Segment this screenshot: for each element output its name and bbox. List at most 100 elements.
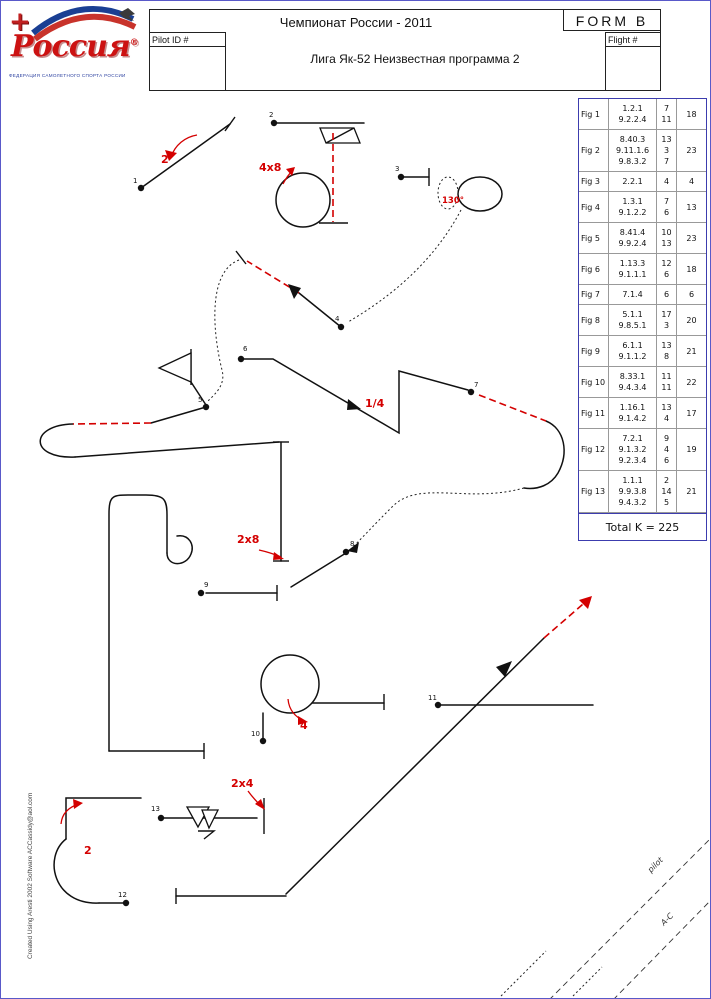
k-cell: 13 4 <box>657 398 677 428</box>
figure-11-number: 11 <box>428 694 437 702</box>
figure-2-dot <box>270 119 278 127</box>
figure-4-lines <box>235 250 342 328</box>
figure-10-dot <box>259 737 267 745</box>
figure-12-lines <box>53 797 142 904</box>
figure-6-lines <box>240 358 469 435</box>
fig12-roll-label: 2 <box>84 844 92 857</box>
pilot-id-label: Pilot ID # <box>150 33 225 47</box>
fig-cell: Fig 9 <box>579 336 609 366</box>
k-cell: 7 6 <box>657 192 677 222</box>
figure-10-number: 10 <box>251 730 260 738</box>
catalog-cell: 1.3.1 9.1.2.2 <box>609 192 657 222</box>
catalog-cell: 8.40.3 9.11.1.6 9.8.3.2 <box>609 130 657 171</box>
figure-2-number: 2 <box>269 111 273 119</box>
roll-count-labels: 2 4x8 130° 1/4 2x8 4 2x4 2 <box>84 153 464 857</box>
k-cell: 6 <box>657 285 677 304</box>
total-cell: 6 <box>688 290 695 299</box>
k-cell: 4 <box>657 172 677 191</box>
logo: + Россия® ФЕДЕРАЦИЯ САМОЛЕТНОГО СПОРТА Р… <box>7 5 149 89</box>
figure-6-dot <box>237 355 245 363</box>
catalog-cell: 1.16.1 9.1.4.2 <box>609 398 657 428</box>
total-cell: 19 <box>686 445 697 454</box>
direction-arrows <box>288 284 512 677</box>
flag-swoosh <box>31 6 137 42</box>
pilot-axis-lines <box>550 838 710 998</box>
total-cell: 18 <box>686 264 697 274</box>
figure-6-number: 6 <box>243 345 248 353</box>
figure-3-dot <box>397 173 405 181</box>
fig8-roll-label: 2x8 <box>237 533 259 546</box>
figure-5-dot <box>202 403 210 411</box>
total-cell: 21 <box>686 487 697 496</box>
catalog-cell: 8.33.1 9.4.3.4 <box>609 367 657 397</box>
fig3-angle-label: 130° <box>442 196 464 206</box>
total-cell: 18 <box>686 109 697 119</box>
pilot-axis-label: pilot <box>645 855 665 875</box>
figure-4-number: 4 <box>335 315 340 323</box>
total-cell: 21 <box>686 346 697 356</box>
total-cell: 23 <box>686 233 697 243</box>
registered-mark: ® <box>129 38 139 48</box>
program-subtitle: Лига Як-52 Неизвестная программа 2 <box>310 52 520 66</box>
k-cell: 13 3 7 <box>657 130 677 171</box>
total-cell: 23 <box>686 146 697 155</box>
k-cell: 10 13 <box>657 223 677 253</box>
total-cell: 22 <box>686 377 697 387</box>
flight-number-label: Flight # <box>606 33 660 47</box>
form-b-label: FORM B <box>563 10 660 31</box>
figure-5-lines <box>39 349 289 562</box>
figure-8-lines <box>290 552 347 588</box>
ac-axis-label: A-C <box>658 911 675 928</box>
figure-11-lines <box>285 637 594 895</box>
k-cell: 11 11 <box>657 367 677 397</box>
software-credit: Created Using Aresti 2002 Software ACCas… <box>27 792 34 959</box>
figure-3-number: 3 <box>395 165 399 173</box>
eagle-icon <box>119 8 135 21</box>
fig-cell: Fig 4 <box>579 192 609 222</box>
flight-number-box: Flight # <box>605 32 660 90</box>
figure-13-lines <box>160 798 287 904</box>
figure-8-dot <box>342 548 350 556</box>
total-cell: 4 <box>688 177 695 186</box>
figure-4-dot <box>337 323 345 331</box>
total-cell: 17 <box>686 408 697 418</box>
roll-arrows <box>60 134 592 825</box>
fig2-roll-label: 4x8 <box>259 161 281 174</box>
cross-icon: + <box>9 7 31 37</box>
figure-7-dot <box>467 388 475 396</box>
fig-cell: Fig 5 <box>579 223 609 253</box>
fig10-roll-label: 4 <box>300 719 308 732</box>
connector-lines <box>207 209 603 997</box>
figure-7-number: 7 <box>474 381 478 389</box>
logo-brand-text: Россия® <box>11 29 139 64</box>
k-cell: 7 11 <box>657 99 677 129</box>
total-cell: 13 <box>686 202 697 212</box>
fig-cell: Fig 2 <box>579 130 609 171</box>
figure-number-labels: 1 2 3 4 5 6 7 8 9 10 11 12 13 <box>118 111 478 899</box>
fig-cell: Fig 13 <box>579 471 609 512</box>
catalog-cell: 5.1.1 9.8.5.1 <box>609 305 657 335</box>
figure-7-lines <box>523 420 565 490</box>
figure-start-dots <box>122 119 475 907</box>
figure-12-dot <box>122 899 130 907</box>
inverted-flight-segments <box>72 133 591 639</box>
figure-3-lines <box>400 168 503 212</box>
form-title: Чемпионат России - 2011 <box>279 15 433 30</box>
fig-cell: Fig 12 <box>579 429 609 470</box>
k-cell: 2 14 5 <box>657 471 677 512</box>
fig-cell: Fig 6 <box>579 254 609 284</box>
